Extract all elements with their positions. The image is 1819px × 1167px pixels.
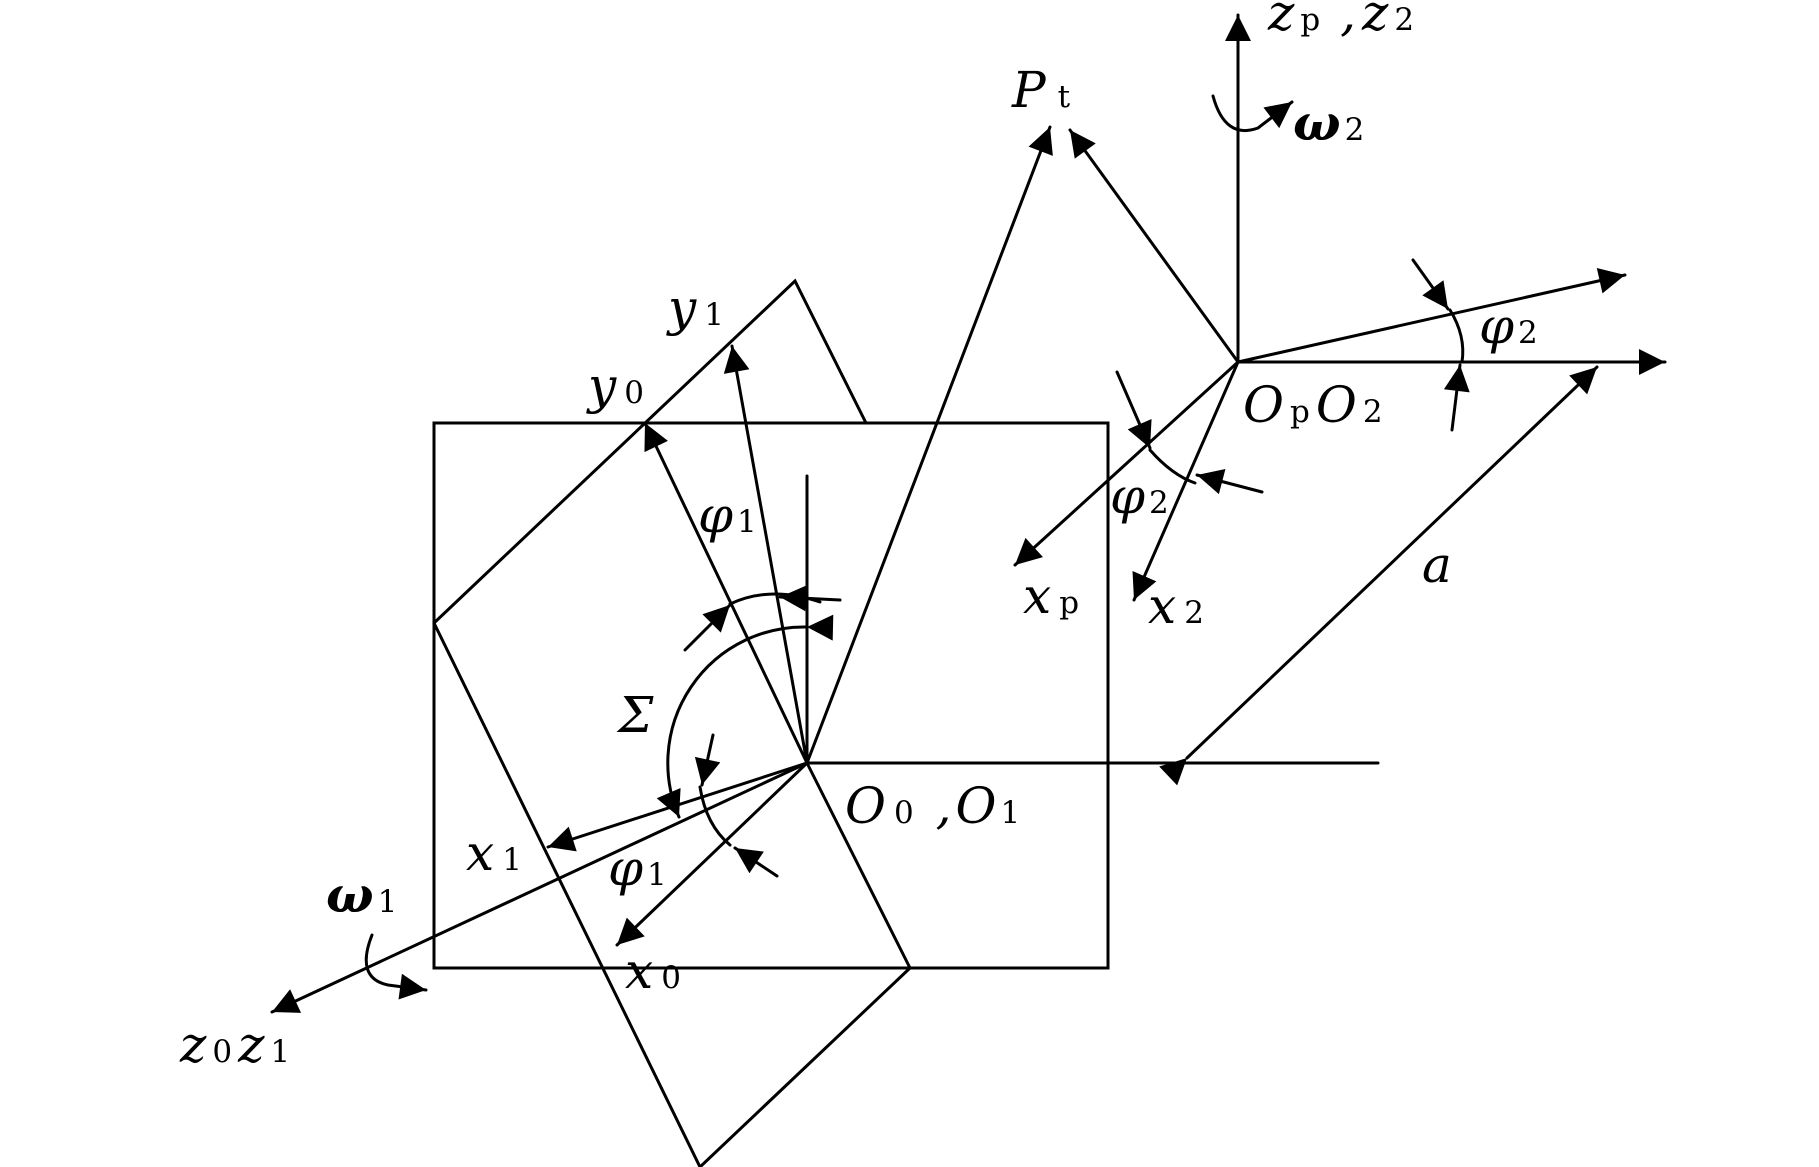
sigma-arc: [656, 614, 834, 819]
rotated-axis-phi2: [1236, 268, 1627, 364]
label-Sigma: Σ: [616, 686, 654, 744]
label-a: a: [1422, 536, 1452, 594]
omega1-arc: [364, 933, 428, 1000]
phi1-top-arrow-a: [683, 603, 732, 652]
Pt-component-vector: [1068, 128, 1240, 364]
phi2-right-arrow-a: [1411, 258, 1450, 311]
phi2-right-arc: [1448, 308, 1465, 364]
phi1-bottom-arc: [698, 785, 732, 847]
dimension-a-line: [1159, 365, 1599, 786]
phi2-mid-arrow-a: [1115, 370, 1152, 450]
phi2-mid-arc: [1148, 448, 1197, 485]
phi2-mid-arrow-b: [1195, 469, 1264, 495]
omega2-arc: [1211, 94, 1294, 133]
plane-tilted-quad: [432, 278, 868, 625]
x0-axis: [615, 761, 809, 947]
phi2-right-arrow-b: [1443, 363, 1470, 432]
force-Pt-vector: [805, 125, 1053, 765]
phi1-top-arrow-b: [778, 585, 842, 612]
y1-axis: [723, 344, 809, 765]
plane-tilted-quad-lower: [432, 621, 912, 1167]
plane-square: [432, 421, 1110, 970]
x1-axis: [546, 761, 809, 852]
phi1-bottom-arrow-a: [694, 733, 721, 787]
phi1-bottom-arrow-b: [733, 846, 779, 878]
